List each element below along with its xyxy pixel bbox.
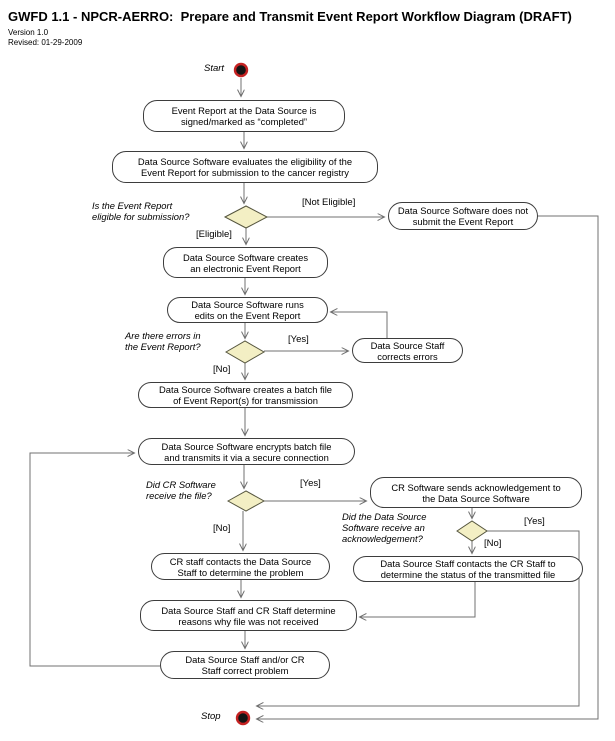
guard-eligible: [Eligible] [196,229,232,240]
node-runs-edits: Data Source Software runs edits on the E… [167,297,328,323]
decision-errors-diamond [225,340,265,364]
decision-eligible-diamond [223,205,269,229]
guard-errors-no: [No] [213,364,231,375]
node-sends-acknowledgement: CR Software sends acknowledgement to the… [370,477,582,508]
version-label: Version 1.0 [8,28,49,37]
diagram-title: GWFD 1.1 - NPCR-AERRO: Prepare and Trans… [8,9,572,24]
decision-received-file-diamond [226,490,266,512]
node-creates-electronic-report: Data Source Software creates an electron… [163,247,328,278]
decision-received-ack-diamond [456,520,488,542]
node-evaluates-eligibility: Data Source Software evaluates the eligi… [112,151,378,183]
node-does-not-submit: Data Source Software does not submit the… [388,202,538,230]
edge-corrects-errors-loop [331,312,388,338]
question-received-ack: Did the Data Source Software receive an … [342,511,427,544]
guard-ack-yes: [Yes] [524,516,545,527]
node-cr-staff-contacts: CR staff contacts the Data Source Staff … [151,553,330,580]
start-terminator-icon [233,62,249,78]
guard-not-eligible: [Not Eligible] [302,197,356,208]
guard-received-yes: [Yes] [300,478,321,489]
start-label: Start [204,63,225,74]
node-corrects-errors: Data Source Staff corrects errors [352,338,463,363]
stop-terminator-icon [235,710,251,726]
edge-correct-problem-loop [29,453,160,667]
edge-contacts-cr-loop [360,582,476,617]
node-creates-batch-file: Data Source Software creates a batch fil… [138,382,353,408]
edge-decision4-yes-to-stop [257,530,580,706]
node-determine-reasons: Data Source Staff and CR Staff determine… [140,600,357,631]
guard-errors-yes: [Yes] [288,334,309,345]
node-correct-problem: Data Source Staff and/or CR Staff correc… [160,651,330,679]
question-received-file: Did CR Software receive the file? [146,479,216,501]
node-contacts-cr-staff: Data Source Staff contacts the CR Staff … [353,556,583,582]
node-signed-completed: Event Report at the Data Source is signe… [143,100,345,132]
question-eligible: Is the Event Report eligible for submiss… [92,200,190,222]
question-errors: Are there errors in the Event Report? [125,330,201,352]
node-encrypts-transmits: Data Source Software encrypts batch file… [138,438,355,465]
revised-label: Revised: 01-29-2009 [8,38,83,47]
edge-does-not-submit-to-stop [257,215,599,719]
stop-label: Stop [201,711,221,722]
guard-received-no: [No] [213,523,231,534]
guard-ack-no: [No] [484,538,502,549]
